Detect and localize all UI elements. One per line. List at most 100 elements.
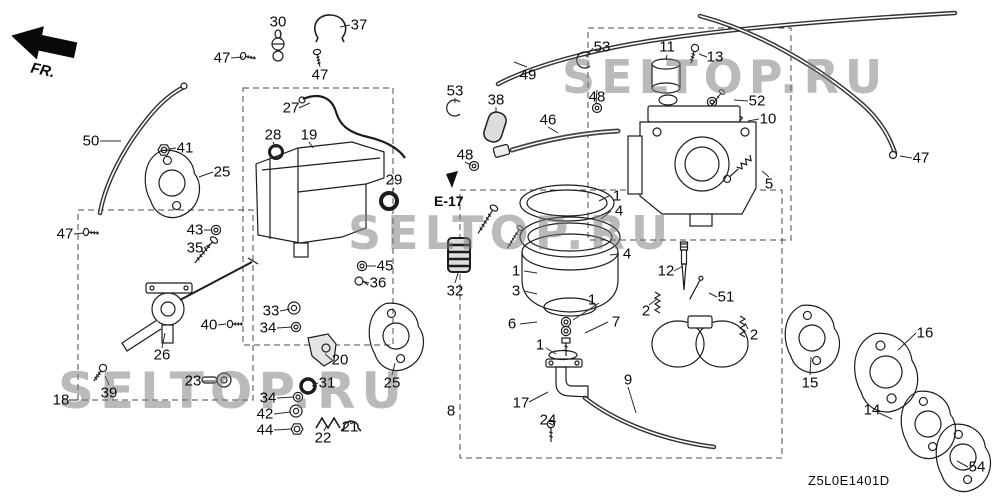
wire-27-hook [298, 96, 306, 104]
part-label-47: 47 [912, 149, 930, 167]
part-label-39: 39 [100, 384, 118, 402]
leader-lines [69, 24, 969, 468]
washer-45 [356, 260, 368, 272]
part-label-11: 11 [659, 38, 675, 56]
hose-end-fitting [888, 150, 898, 160]
part-label-23: 23 [184, 372, 202, 390]
part-label-13: 13 [706, 48, 724, 66]
part-label-3: 3 [511, 282, 521, 300]
part-label-9: 9 [623, 371, 633, 389]
part-label-6: 6 [507, 315, 517, 333]
chamber-ring-4 [519, 216, 621, 258]
part-label-47: 47 [213, 49, 231, 67]
part-label-53: 53 [593, 38, 611, 56]
wire-27 [302, 95, 406, 159]
part-label-48: 48 [588, 88, 606, 106]
case-group [239, 14, 431, 435]
part-label-47: 47 [311, 66, 329, 84]
part-label-26: 26 [153, 346, 171, 364]
part-label-43: 43 [186, 221, 204, 239]
float-3 [651, 315, 749, 368]
needle-51 [689, 275, 704, 300]
part-label-28: 28 [264, 126, 282, 144]
part-label-48: 48 [456, 146, 474, 164]
part-label-14: 14 [863, 401, 881, 419]
jet-12 [679, 241, 689, 291]
watermark: SELTOP.RU [348, 206, 675, 260]
part-label-16: 16 [916, 324, 934, 342]
clip-48-a [468, 160, 480, 172]
part-label-34: 34 [259, 389, 277, 407]
diagram-code: Z5L0E1401D [808, 473, 890, 488]
clamp-21 [340, 420, 362, 432]
part-label-52: 52 [748, 92, 766, 110]
part-label-1: 1 [511, 262, 521, 280]
part-label-18: 18 [52, 391, 70, 409]
part-label-51: 51 [717, 288, 735, 306]
clamp-37 [314, 14, 347, 43]
washer-34-a [290, 321, 302, 333]
bowl-gasket-1 [519, 184, 615, 222]
watermark: SELTOP.RU [58, 362, 408, 420]
clip-36 [354, 276, 369, 286]
insulator-16 [854, 332, 919, 413]
part-label-8: 8 [446, 402, 456, 420]
part-label-33: 33 [262, 302, 280, 320]
part-label-32: 32 [446, 282, 464, 300]
part-label-41: 41 [176, 139, 194, 157]
part-label-38: 38 [487, 91, 505, 109]
part-label-4: 4 [614, 202, 624, 220]
fuel-hoses [97, 10, 958, 450]
part-label-44: 44 [256, 421, 274, 439]
carburetor-body-main [627, 94, 757, 227]
part-label-20: 20 [331, 351, 349, 369]
float-chamber-4 [521, 233, 619, 317]
part-label-29: 29 [385, 171, 403, 189]
drain-bolt-7 [561, 337, 571, 356]
tube-38 [483, 111, 507, 143]
manifold-gaskets [777, 298, 998, 498]
grommet-29 [379, 191, 399, 211]
part-label-17: 17 [512, 394, 530, 412]
part-label-22: 22 [314, 429, 332, 447]
part-label-1: 1 [612, 187, 622, 205]
part-label-10: 10 [759, 110, 777, 128]
part-label-40: 40 [200, 316, 218, 334]
part-label-37: 37 [350, 16, 368, 34]
drain-washer-b [560, 325, 572, 337]
grommet-31 [299, 377, 317, 395]
part-label-1: 1 [587, 291, 597, 309]
pilot-screw-5 [723, 154, 752, 184]
clip-48-b [591, 102, 603, 114]
spring-2-b [739, 315, 746, 338]
part-label-25: 25 [213, 163, 231, 181]
part-label-12: 12 [657, 262, 675, 280]
clip-22 [315, 416, 341, 430]
part-label-5: 5 [764, 175, 774, 193]
reference-label-e17: E-17 [434, 193, 464, 209]
part-label-42: 42 [256, 405, 274, 423]
part-label-45: 45 [376, 257, 394, 275]
part-label-2: 2 [641, 302, 651, 320]
washer-33 [287, 301, 301, 315]
part-label-27: 27 [282, 99, 300, 117]
joint-23 [201, 372, 232, 388]
collar-32 [447, 237, 471, 273]
part-label-49: 49 [519, 66, 537, 84]
fr-arrow-icon [11, 26, 78, 60]
hose-joint [492, 143, 511, 158]
part-label-54: 54 [968, 458, 986, 476]
part-label-46: 46 [539, 111, 557, 129]
grommet-28 [268, 144, 284, 160]
group-box-18 [77, 209, 254, 401]
fr-arrow: FR. [11, 26, 78, 81]
part-label-30: 30 [269, 13, 287, 31]
bolt-47-left [82, 227, 100, 238]
part-label-35: 35 [186, 239, 204, 257]
gasket-25-left [137, 143, 207, 224]
bolt-47-b [312, 48, 324, 67]
fuel-joint-30 [271, 29, 285, 62]
part-label-15: 15 [801, 374, 819, 392]
washer-43 [210, 224, 222, 236]
